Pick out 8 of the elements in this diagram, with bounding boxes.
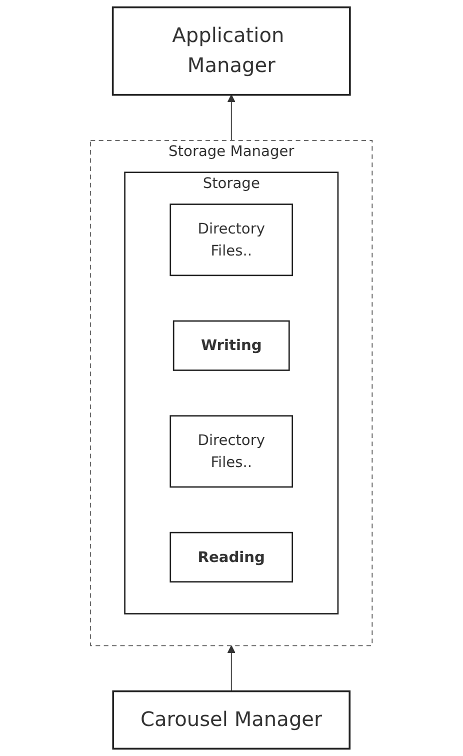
node-box: Carousel Manager <box>112 690 351 750</box>
node-box: Writing <box>173 320 290 371</box>
arrow <box>227 94 236 141</box>
arrow <box>227 645 236 692</box>
node-box: Reading <box>170 532 294 582</box>
node-box: Directory Files.. <box>170 415 294 488</box>
node-box: Application Manager <box>112 6 351 96</box>
node-box: Directory Files.. <box>170 204 294 276</box>
